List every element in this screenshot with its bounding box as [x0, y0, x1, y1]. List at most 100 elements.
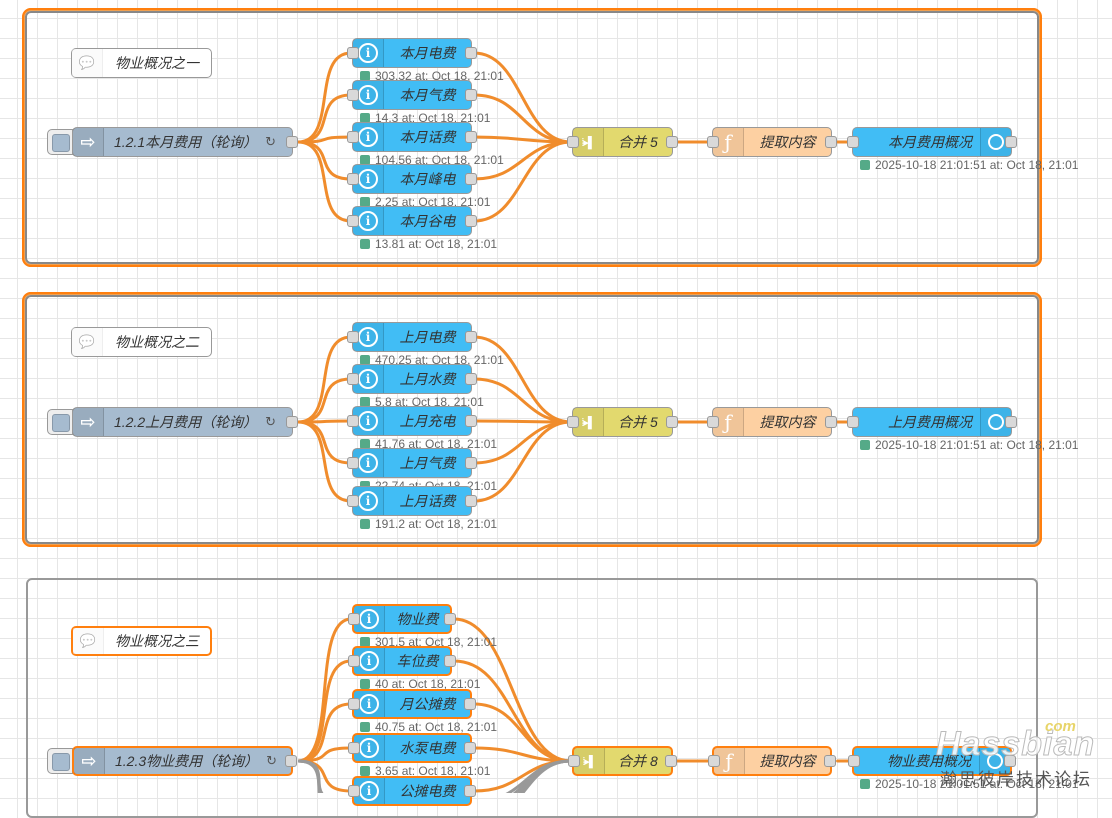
- group-2[interactable]: [22, 292, 1042, 547]
- status-dot-icon: [360, 679, 370, 689]
- output-node[interactable]: 物业费用概况: [848, 746, 1016, 776]
- output-port[interactable]: [464, 698, 476, 710]
- group-1[interactable]: [22, 8, 1042, 267]
- output-port[interactable]: [464, 742, 476, 754]
- input-port[interactable]: [347, 89, 359, 101]
- output-port[interactable]: [465, 89, 477, 101]
- output-port[interactable]: [465, 331, 477, 343]
- output-port[interactable]: [465, 47, 477, 59]
- input-port[interactable]: [707, 136, 719, 148]
- output-port[interactable]: [1005, 416, 1017, 428]
- join-node[interactable]: ⁞▸▌合并 5: [567, 407, 678, 437]
- input-port[interactable]: [847, 416, 859, 428]
- output-node[interactable]: 本月费用概况: [847, 127, 1017, 157]
- status-text: 13.81 at: Oct 18, 21:01: [375, 237, 498, 251]
- arrow-right-icon: ⇨: [73, 128, 104, 156]
- status-text: 5.8 at: Oct 18, 21:01: [375, 395, 484, 409]
- sensor-label: 本月气费: [399, 87, 456, 103]
- input-port[interactable]: [567, 136, 579, 148]
- input-port[interactable]: [347, 215, 359, 227]
- output-port[interactable]: [665, 755, 677, 767]
- output-port[interactable]: [285, 755, 297, 767]
- output-port[interactable]: [465, 373, 477, 385]
- input-port[interactable]: [347, 415, 359, 427]
- inject-trigger-button[interactable]: [47, 748, 73, 774]
- output-label: 物业费用概况: [887, 753, 971, 769]
- input-port[interactable]: [708, 755, 720, 767]
- input-port[interactable]: [707, 416, 719, 428]
- input-port[interactable]: [348, 742, 360, 754]
- input-port[interactable]: [848, 755, 860, 767]
- output-port[interactable]: [465, 415, 477, 427]
- status-dot-icon: [360, 397, 370, 407]
- output-port[interactable]: [444, 655, 456, 667]
- output-port[interactable]: [465, 457, 477, 469]
- output-port[interactable]: [286, 416, 298, 428]
- inject-trigger-button[interactable]: [47, 129, 73, 155]
- inject-node[interactable]: ⇨1.2.2上月费用（轮询）↻: [72, 407, 298, 437]
- input-port[interactable]: [567, 416, 579, 428]
- output-port[interactable]: [1004, 755, 1016, 767]
- output-node[interactable]: 上月费用概况: [847, 407, 1017, 437]
- output-port[interactable]: [444, 613, 456, 625]
- output-port[interactable]: [825, 416, 837, 428]
- input-port[interactable]: [347, 173, 359, 185]
- output-port[interactable]: [465, 131, 477, 143]
- function-label: 提取内容: [759, 134, 816, 150]
- input-port[interactable]: [348, 655, 360, 667]
- output-port[interactable]: [465, 215, 477, 227]
- input-port[interactable]: [347, 495, 359, 507]
- output-port[interactable]: [824, 755, 836, 767]
- input-port[interactable]: [347, 131, 359, 143]
- input-port[interactable]: [348, 613, 360, 625]
- output-port[interactable]: [1005, 136, 1017, 148]
- input-port[interactable]: [347, 47, 359, 59]
- inject-trigger-button[interactable]: [47, 409, 73, 435]
- output-port[interactable]: [286, 136, 298, 148]
- join-node[interactable]: ⁞▸▌合并 8: [568, 746, 677, 776]
- input-port[interactable]: [347, 457, 359, 469]
- join-node[interactable]: ⁞▸▌合并 5: [567, 127, 678, 157]
- output-port[interactable]: [825, 136, 837, 148]
- output-port[interactable]: [464, 785, 476, 797]
- output-port[interactable]: [666, 136, 678, 148]
- input-port[interactable]: [347, 373, 359, 385]
- input-port[interactable]: [568, 755, 580, 767]
- output-port[interactable]: [465, 495, 477, 507]
- input-port[interactable]: [347, 331, 359, 343]
- comment-node[interactable]: 💬物业概况之三: [71, 626, 212, 656]
- node-status: 301.5 at: Oct 18, 21:01: [360, 635, 497, 649]
- output-port[interactable]: [465, 173, 477, 185]
- input-port[interactable]: [348, 785, 360, 797]
- status-dot-icon: [360, 766, 370, 776]
- status-dot-icon: [360, 722, 370, 732]
- node-status: 13.81 at: Oct 18, 21:01: [360, 237, 497, 251]
- comment-node[interactable]: 💬物业概况之二: [71, 327, 212, 357]
- input-port[interactable]: [348, 698, 360, 710]
- comment-node[interactable]: 💬物业概况之一: [71, 48, 212, 78]
- input-port[interactable]: [847, 136, 859, 148]
- status-text: 2.25 at: Oct 18, 21:01: [375, 195, 491, 209]
- inject-node[interactable]: ⇨1.2.1本月费用（轮询）↻: [72, 127, 298, 157]
- sensor-label: 车位费: [396, 653, 439, 669]
- inject-node[interactable]: ⇨1.2.3物业费用（轮询）↻: [72, 746, 297, 776]
- output-port[interactable]: [666, 416, 678, 428]
